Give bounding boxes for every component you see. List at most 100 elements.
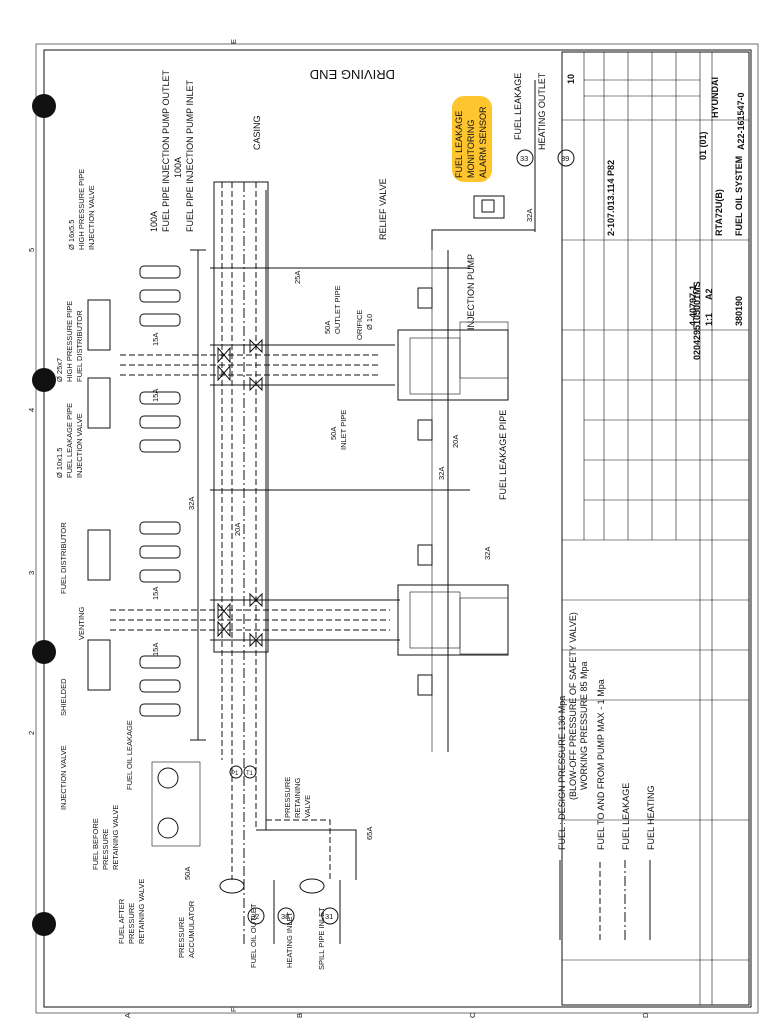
size-32a: 32A xyxy=(525,209,534,222)
legend-fuel-leakage: FUEL LEAKAGE xyxy=(621,783,631,850)
pressure-accumulator xyxy=(219,878,245,894)
fuel-leakage-outlet-label: FUEL LEAKAGE xyxy=(513,73,523,140)
grid-letter: D xyxy=(641,1012,650,1018)
casing-outline xyxy=(213,181,269,653)
orifice-label-2: Ø 10 xyxy=(365,314,374,330)
engine-type: RTA72U(B) xyxy=(714,189,724,236)
shielded-label: SHIELDED xyxy=(59,678,68,716)
hp-pipe-inj-3: INJECTION VALVE xyxy=(87,185,96,250)
shutoff-valve xyxy=(249,376,263,392)
size-15a: 15A xyxy=(151,587,160,600)
pipe-outlet-label: FUEL PIPE INJECTION PUMP OUTLET xyxy=(161,69,171,232)
reference-3: 0204295105001MS xyxy=(692,281,702,360)
venting-label: VENTING xyxy=(77,606,86,640)
fuel-distributor xyxy=(87,639,111,691)
grid-letter: B xyxy=(295,1013,304,1018)
fuel-distributor-label: FUEL DISTRIBUTOR xyxy=(59,522,68,594)
reference-2: 2-107.013.114 P82 xyxy=(606,160,616,236)
tag-38: 38 xyxy=(281,912,289,921)
inlet-pipe-label: INLET PIPE xyxy=(339,410,348,450)
injection-pump-upper xyxy=(397,329,509,401)
outer-frame xyxy=(35,43,759,1014)
pipe-inlet-label: FUEL PIPE INJECTION PUMP INLET xyxy=(185,79,195,232)
tag-t1: T1 xyxy=(246,771,254,777)
pipe-line xyxy=(256,829,357,880)
pressure-retaining-3: VALVE xyxy=(303,795,312,818)
pressure-gauge xyxy=(157,817,179,839)
leak-pipe-3: INJECTION VALVE xyxy=(75,413,84,478)
inlet-pipe-size: 50A xyxy=(329,427,338,440)
title-block xyxy=(561,51,750,1006)
outlet-pipe-size: 50A xyxy=(323,321,332,334)
grid-number: 5 xyxy=(27,248,36,252)
spill-pipe-inlet-label: SPILL PIPE INLET xyxy=(317,907,326,970)
relief-valve-label: RELIEF VALVE xyxy=(378,178,388,240)
leak-pipe-1: Ø 10x1.5 xyxy=(55,448,64,478)
pressure-retaining-2: RETAINING xyxy=(293,778,302,818)
relief-valve-symbol xyxy=(417,419,433,441)
shutoff-valve xyxy=(217,364,231,382)
fuel-oil-leakage-label: FUEL OIL LEAKAGE xyxy=(125,720,134,790)
injection-valve-label: INJECTION VALVE xyxy=(59,745,68,810)
fuel-oil-outlet-label: FUEL OIL OUTLET xyxy=(249,903,258,968)
orifice-label-1: ORIFICE xyxy=(355,310,364,340)
outlet-pipe-label: OUTLET PIPE xyxy=(333,285,342,334)
injection-pump-label: INJECTION PUMP xyxy=(466,254,476,330)
binder-hole xyxy=(32,640,56,664)
size-32a: 32A xyxy=(483,547,492,560)
casing-label: CASING xyxy=(252,115,262,150)
page-number: 10 xyxy=(566,74,576,84)
hp-pipe-dist-1: Ø 25x7 xyxy=(55,358,64,382)
tag-33: 33 xyxy=(520,154,528,163)
tag-circle xyxy=(516,149,534,167)
reference-1: 4-40797-1 xyxy=(688,285,698,326)
tag-31: 31 xyxy=(325,912,333,921)
drawing-border xyxy=(43,49,752,1008)
pump-inner xyxy=(409,591,461,649)
tag-circle xyxy=(277,907,295,925)
size-32a: 32A xyxy=(437,467,446,480)
injection-pump-lower xyxy=(397,584,509,656)
tag-circle xyxy=(243,765,257,779)
size-20a: 20A xyxy=(451,435,460,448)
legend-fuel-3: WORKING PRESSURE 85 Mpa xyxy=(579,661,589,790)
revision-table xyxy=(562,79,749,651)
paper-size: A2 xyxy=(704,288,714,300)
monitor-label-3: ALARM SENSOR xyxy=(478,106,488,178)
spill-accumulator xyxy=(299,878,325,894)
hp-pipe-dist-3: FUEL DISTRIBUTOR xyxy=(75,310,84,382)
grid-number: 2 xyxy=(27,731,36,735)
drawing-title: FUEL OIL SYSTEM xyxy=(734,156,744,236)
sheet-number: 01 (01) xyxy=(698,131,708,160)
relief-valve-symbol xyxy=(417,544,433,566)
pressure-accumulator-2: ACCUMULATOR xyxy=(187,900,196,958)
company-name: HYUNDAI xyxy=(710,77,720,118)
shutoff-valve xyxy=(249,592,263,608)
fuel-distributor xyxy=(87,529,111,581)
grid-number: 3 xyxy=(27,571,36,575)
pressure-accumulator-1: PRESSURE xyxy=(177,917,186,958)
hp-pipe-inj-2: HIGH PRESSURE PIPE xyxy=(77,169,86,250)
fuel-distributor xyxy=(87,377,111,429)
binder-hole xyxy=(32,94,56,118)
fuel-after-3: RETAINING VALVE xyxy=(137,879,146,944)
pump-inner xyxy=(409,337,461,395)
size-32a: 32A xyxy=(187,497,196,510)
gauge-panel xyxy=(151,761,201,847)
pump-housing xyxy=(459,597,509,655)
size-25a: 25A xyxy=(293,271,302,284)
monitor-label-1: FUEL LEAKAGE xyxy=(454,111,464,178)
grid-letter: A xyxy=(123,1013,132,1018)
tag-circle xyxy=(229,765,243,779)
shutoff-valve xyxy=(217,620,231,638)
document-number: A22-161547-0 xyxy=(736,92,746,150)
drawing-number: 380190 xyxy=(734,296,744,326)
grid-number: 4 xyxy=(27,408,36,412)
fuel-before-1: FUEL BEFORE xyxy=(91,818,100,870)
pressure-retaining-1: PRESSURE xyxy=(283,777,292,818)
size-15a: 15A xyxy=(151,333,160,346)
shutoff-valve xyxy=(217,346,231,364)
fuel-after-2: PRESSURE xyxy=(127,903,136,944)
leak-pipe-2: FUEL LEAKAGE PIPE xyxy=(65,403,74,478)
